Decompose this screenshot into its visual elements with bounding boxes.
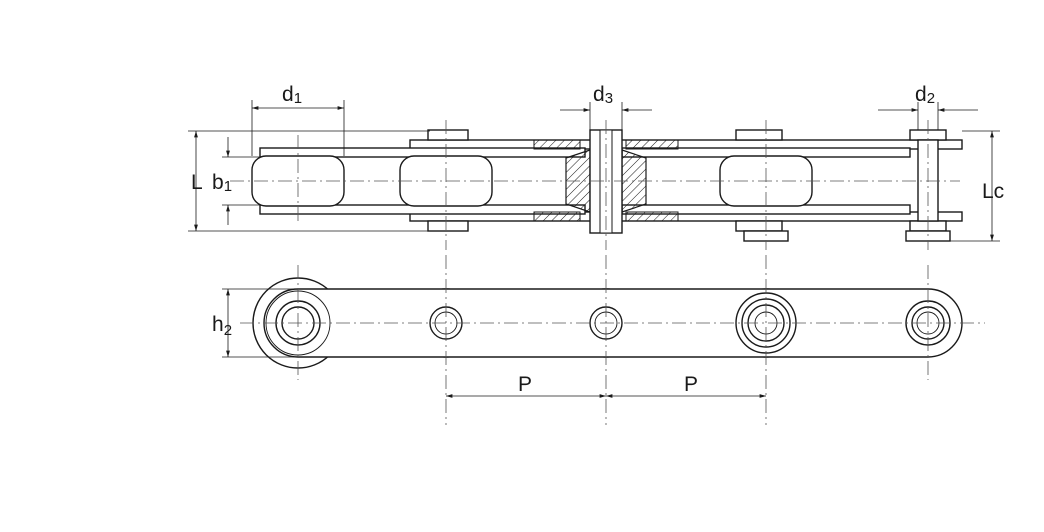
pin-head-top-1 [427,129,469,141]
pin-head-bottom-2 [735,220,783,232]
pin-head-bottom-1 [427,220,469,232]
label-d1: d1 [282,83,302,107]
label-P-right: P [684,373,698,396]
sectioned-joint [533,129,679,234]
labels: d1 d3 d2 L b1 Lc h2 P P [191,83,1004,396]
top-view [230,120,963,250]
dimensions-top [188,100,1000,242]
label-P-left: P [518,373,532,396]
label-Lc: Lc [982,180,1004,203]
dimensions-side [222,288,766,398]
label-L: L [191,171,203,194]
pin-head-top-2 [735,129,783,141]
label-d2: d2 [915,83,935,107]
label-d3: d3 [593,83,613,107]
label-h2: h2 [212,313,232,339]
side-view [240,255,985,425]
label-b1: b1 [212,171,232,195]
